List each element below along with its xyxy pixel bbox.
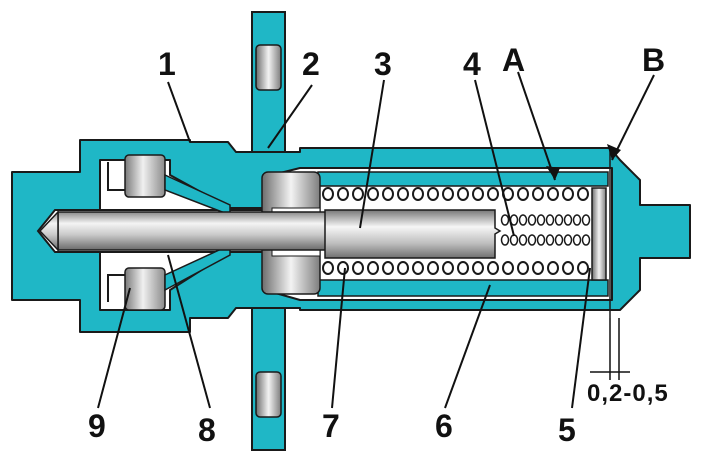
inner-spring-coil xyxy=(500,214,510,226)
spring-coil xyxy=(457,261,469,275)
label-7: 7 xyxy=(322,408,340,444)
inner-spring-coil xyxy=(572,234,582,246)
spring-coil xyxy=(397,187,409,201)
label-5: 5 xyxy=(558,412,576,448)
inner-spring-coil xyxy=(554,214,564,226)
inner-spring-coil xyxy=(518,214,528,226)
label-6: 6 xyxy=(435,408,453,444)
spring-coil xyxy=(322,187,334,201)
inner-spring-coil xyxy=(563,234,573,246)
spring-coil xyxy=(532,261,544,275)
spring-coil xyxy=(577,187,589,201)
dimension-marks xyxy=(590,318,630,380)
inner-spring-coil xyxy=(581,214,591,226)
flange-bolt-bottom xyxy=(255,371,282,418)
arrow-B xyxy=(607,144,621,160)
label-4: 4 xyxy=(463,46,481,82)
seal-rings xyxy=(107,154,231,311)
inner-spring-coil xyxy=(527,214,537,226)
spring-coil xyxy=(427,187,439,201)
spring-coil xyxy=(337,261,349,275)
spring-coil xyxy=(487,261,499,275)
inner-spring-coil xyxy=(536,214,546,226)
label-B: B xyxy=(642,42,666,78)
inner-spring-coil xyxy=(518,234,528,246)
plunger xyxy=(324,209,502,259)
label-2: 2 xyxy=(302,46,320,82)
spring-coil xyxy=(502,261,514,275)
spring-coil xyxy=(487,187,499,201)
inner-spring-coil xyxy=(545,214,555,226)
spring-coil xyxy=(562,187,574,201)
inner-spring-coil xyxy=(527,234,537,246)
spring-coil xyxy=(547,187,559,201)
label-1: 1 xyxy=(158,46,176,82)
spring-coil xyxy=(352,261,364,275)
spring-coil xyxy=(412,261,424,275)
plunger-rod xyxy=(57,211,334,251)
spring-coil xyxy=(337,187,349,201)
inner-spring-coil xyxy=(554,234,564,246)
spring-coil xyxy=(517,187,529,201)
label-A: A xyxy=(502,42,526,78)
inner-spring-coil xyxy=(509,234,519,246)
spring-coil xyxy=(397,261,409,275)
leader-lines xyxy=(97,71,655,409)
spring-coil xyxy=(517,261,529,275)
spring-coil xyxy=(562,261,574,275)
spring-coil xyxy=(577,261,589,275)
spring-coil xyxy=(412,187,424,201)
outer-spring xyxy=(322,187,589,275)
inner-spring-coil xyxy=(563,214,573,226)
spring-seat xyxy=(591,187,607,281)
spring-coil xyxy=(367,261,379,275)
inner-spring-coil xyxy=(581,234,591,246)
spring-coil xyxy=(472,187,484,201)
clearance-dimension: 0,2-0,5 xyxy=(587,380,669,407)
spring-coil xyxy=(367,187,379,201)
arrow-A xyxy=(546,166,560,180)
label-3: 3 xyxy=(374,46,392,82)
flange-bolt-top xyxy=(255,44,282,91)
inner-spring-coil xyxy=(545,234,555,246)
spring-coil xyxy=(322,261,334,275)
spring-coil xyxy=(427,261,439,275)
label-8: 8 xyxy=(198,412,216,448)
label-9: 9 xyxy=(88,408,106,444)
inner-spring-coil xyxy=(500,234,510,246)
spring-coil xyxy=(457,187,469,201)
spring-coil xyxy=(382,261,394,275)
spring-coil xyxy=(352,187,364,201)
spring-coil xyxy=(532,187,544,201)
spring-coil xyxy=(442,261,454,275)
spring-coil xyxy=(472,261,484,275)
spring-coil xyxy=(442,187,454,201)
inner-spring-coil xyxy=(572,214,582,226)
spring-coil xyxy=(547,261,559,275)
spring-coil xyxy=(382,187,394,201)
inner-spring-coil xyxy=(536,234,546,246)
